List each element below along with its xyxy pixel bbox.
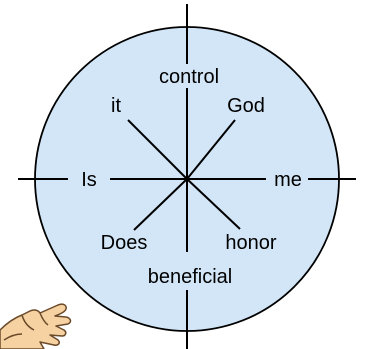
word-top-left: it (111, 95, 121, 117)
word-top-right: God (227, 95, 265, 117)
word-bottom: beneficial (148, 266, 233, 288)
word-bottom-right: honor (225, 232, 276, 254)
word-top: control (159, 66, 219, 88)
pointing-hand-icon (0, 304, 70, 349)
word-bottom-left: Does (101, 232, 148, 254)
word-left: Is (81, 169, 97, 191)
word-right: me (274, 169, 302, 191)
